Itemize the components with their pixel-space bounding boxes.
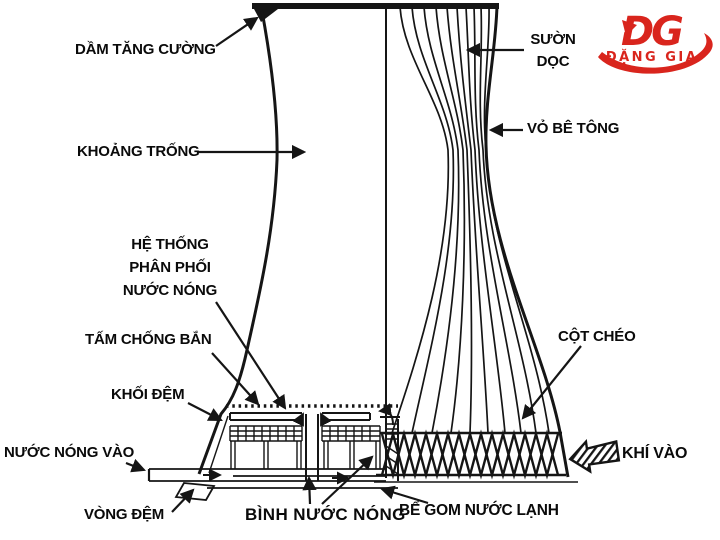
label-nuoc-nong-vao: NƯỚC NÓNG VÀO [4, 444, 135, 461]
arrow-binh-nuoc-nong-2 [321, 455, 374, 505]
stiffener-beam-shape [254, 9, 278, 22]
label-vong-dem: VÒNG ĐỆM [84, 506, 165, 523]
label-khoi-dem: KHỐI ĐỆM [111, 386, 185, 403]
label-cot-cheo: CỘT CHÉO [558, 328, 636, 345]
arrow-nuoc-nong-vao [125, 458, 146, 473]
vertical-ribs [391, 6, 550, 434]
fill-structure [147, 404, 400, 501]
arrow-dam-tang-cuong [215, 16, 259, 47]
air-in-arrow-icon [568, 438, 621, 474]
logo-monogram: DG [621, 9, 683, 55]
arrow-cot-cheo [521, 345, 582, 420]
dang-gia-logo: DG ĐẶNG GIA [598, 9, 713, 74]
logo-arrow-head [622, 20, 637, 36]
top-rim [252, 3, 499, 9]
arrow-binh-nuoc-nong-1 [302, 475, 317, 505]
flow-arrows [203, 403, 394, 485]
logo-brand-text: ĐẶNG GIA [606, 49, 699, 65]
arrow-he-thong [215, 301, 287, 410]
label-vo-be-tong: VỎ BÊ TÔNG [527, 120, 620, 137]
label-be-gom-nuoc-lanh: BỂ GOM NƯỚC LẠNH [399, 502, 559, 519]
label-suon-doc: SƯỜN DỌC [530, 31, 576, 70]
logo-arrow-cut [606, 26, 628, 44]
label-khoang-trong: KHOẢNG TRỐNG [77, 143, 200, 160]
diagonal-columns [374, 429, 578, 483]
leader-arrows [125, 16, 582, 513]
label-he-thong-phan-phoi: HỆ THỐNG PHÂN PHỐI NƯỚC NÓNG [122, 236, 218, 299]
label-binh-nuoc-nong: BÌNH NƯỚC NÓNG [245, 505, 406, 524]
arrow-vong-dem [171, 488, 195, 513]
label-tam-chong-ban: TẤM CHỐNG BẮN [85, 331, 212, 348]
arrow-tam-chong-ban [211, 352, 260, 406]
arrow-khoi-dem [187, 402, 223, 421]
logo-swoosh [598, 33, 713, 74]
seal-ring-shape [174, 482, 216, 501]
label-dam-tang-cuong: DẦM TĂNG CƯỜNG [75, 41, 216, 58]
label-khi-vao: KHÍ VÀO [622, 445, 688, 462]
arrow-be-gom [379, 485, 429, 505]
